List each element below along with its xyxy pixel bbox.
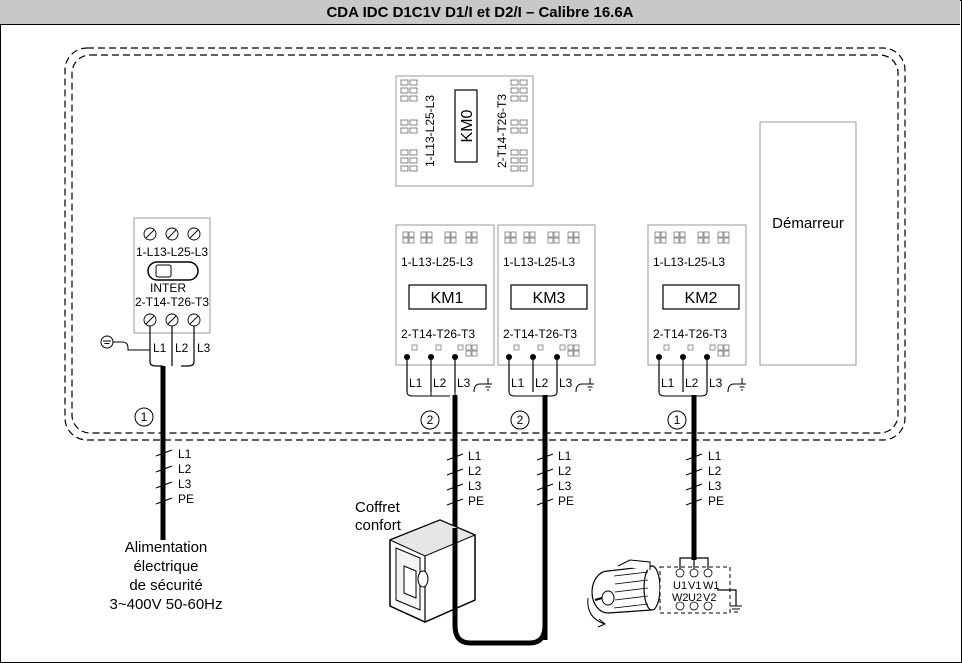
diagram-title: CDA IDC D1C1V D1/I et D2/I – Calibre 16.… (0, 0, 960, 25)
inter-top-label: 1-L13-L25-L3 (136, 245, 208, 259)
motor-terminal-u2: U2 (688, 592, 702, 604)
svg-text:PE: PE (468, 494, 484, 508)
km3-contactor: 1-L13-L25-L3 KM3 2-T14-T26-T3 L1 L2 L3 (497, 224, 596, 640)
inter-terminal-l1: L1 (153, 341, 167, 355)
cable-left-l1: L1 (178, 447, 192, 461)
km3-top-label: 1-L13-L25-L3 (503, 255, 575, 269)
svg-text:de sécurité: de sécurité (129, 577, 202, 594)
motor-terminal-v1: V1 (688, 580, 701, 592)
svg-text:L3: L3 (558, 479, 572, 493)
svg-text:Coffret: Coffret (355, 499, 401, 516)
cable-left: 1 L1 L2 L3 PE (134, 407, 194, 506)
demarreur-box: Démarreur (759, 121, 857, 366)
km1-terminal-l1: L1 (409, 376, 423, 390)
cable-km3: 2 L1 L2 L3 PE (510, 410, 574, 508)
svg-text:1: 1 (674, 413, 681, 427)
km1-bottom-label: 2-T14-T26-T3 (401, 327, 475, 341)
svg-text:PE: PE (708, 494, 724, 508)
km0-right-label: 2-T14-T26-T3 (495, 94, 509, 168)
svg-text:Alimentation: Alimentation (125, 539, 208, 556)
svg-text:L1: L1 (468, 449, 482, 463)
km3-bottom-label: 2-T14-T26-T3 (503, 327, 577, 341)
svg-text:L2: L2 (708, 464, 722, 478)
km0-left-label: 1-L13-L25-L3 (423, 95, 437, 167)
km0-contactor: KM0 1-L13-L25-L3 2-T14-T26-T3 (395, 75, 534, 187)
svg-text:PE: PE (558, 494, 574, 508)
svg-text:3~400V 50-60Hz: 3~400V 50-60Hz (110, 596, 223, 613)
cable-left-l3: L3 (178, 477, 192, 491)
motor-terminal-w1: W1 (703, 580, 720, 592)
motor-terminal-w2: W2 (672, 592, 689, 604)
cable-km2: 1 L1 L2 L3 PE (667, 410, 724, 508)
km2-terminal-l2: L2 (685, 376, 699, 390)
inter-bottom-label: 2-T14-T26-T3 (135, 295, 209, 309)
cable-left-l2: L2 (178, 462, 192, 476)
km2-contactor: 1-L13-L25-L3 KM2 2-T14-T26-T3 L1 L2 L3 (647, 224, 747, 560)
km2-name: KM2 (685, 290, 718, 307)
inter-terminal-l3: L3 (197, 341, 211, 355)
km2-bottom-label: 2-T14-T26-T3 (653, 327, 727, 341)
inter-terminal-l2: L2 (175, 341, 189, 355)
km3-terminal-l3: L3 (559, 376, 573, 390)
km1-terminal-l3: L3 (457, 376, 471, 390)
svg-text:L1: L1 (558, 449, 572, 463)
km3-name: KM3 (533, 290, 566, 307)
cable-km1: 2 L1 L2 L3 PE (420, 410, 484, 508)
svg-text:L1: L1 (708, 449, 722, 463)
inter-name: INTER (150, 281, 186, 295)
svg-text:L2: L2 (468, 464, 482, 478)
enclosure-outer (64, 47, 906, 441)
km2-terminal-l1: L1 (661, 376, 675, 390)
motor: U1 V1 W1 W2 U2 V2 (587, 557, 742, 628)
demarreur-label: Démarreur (772, 215, 844, 232)
inter-switch: 1-L13-L25-L3 INTER 2-T14-T26-T3 L1 L2 L3 (100, 217, 211, 540)
svg-text:2: 2 (427, 413, 434, 427)
svg-text:confort: confort (355, 517, 402, 534)
alimentation-label: Alimentation électrique de sécurité 3~40… (110, 539, 223, 613)
svg-text:L2: L2 (558, 464, 572, 478)
cable-left-marker: 1 (141, 410, 148, 424)
motor-terminal-v2: V2 (703, 592, 716, 604)
svg-text:2: 2 (517, 413, 524, 427)
km1-contactor: 1-L13-L25-L3 KM1 2-T14-T26-T3 L1 L2 L3 (395, 224, 495, 528)
svg-text:L3: L3 (708, 479, 722, 493)
km2-terminal-l3: L3 (709, 376, 723, 390)
km3-terminal-l1: L1 (511, 376, 525, 390)
earth-icon (100, 335, 114, 349)
km1-name: KM1 (431, 290, 464, 307)
km3-terminal-l2: L2 (535, 376, 549, 390)
motor-terminal-u1: U1 (673, 580, 687, 592)
km1-top-label: 1-L13-L25-L3 (401, 255, 473, 269)
km1-terminal-l2: L2 (433, 376, 447, 390)
svg-text:L3: L3 (468, 479, 482, 493)
km2-top-label: 1-L13-L25-L3 (653, 255, 725, 269)
cable-left-pe: PE (178, 492, 194, 506)
svg-text:électrique: électrique (133, 558, 198, 575)
km0-name: KM0 (459, 109, 476, 142)
coffret-confort: Coffret confort (355, 499, 548, 646)
